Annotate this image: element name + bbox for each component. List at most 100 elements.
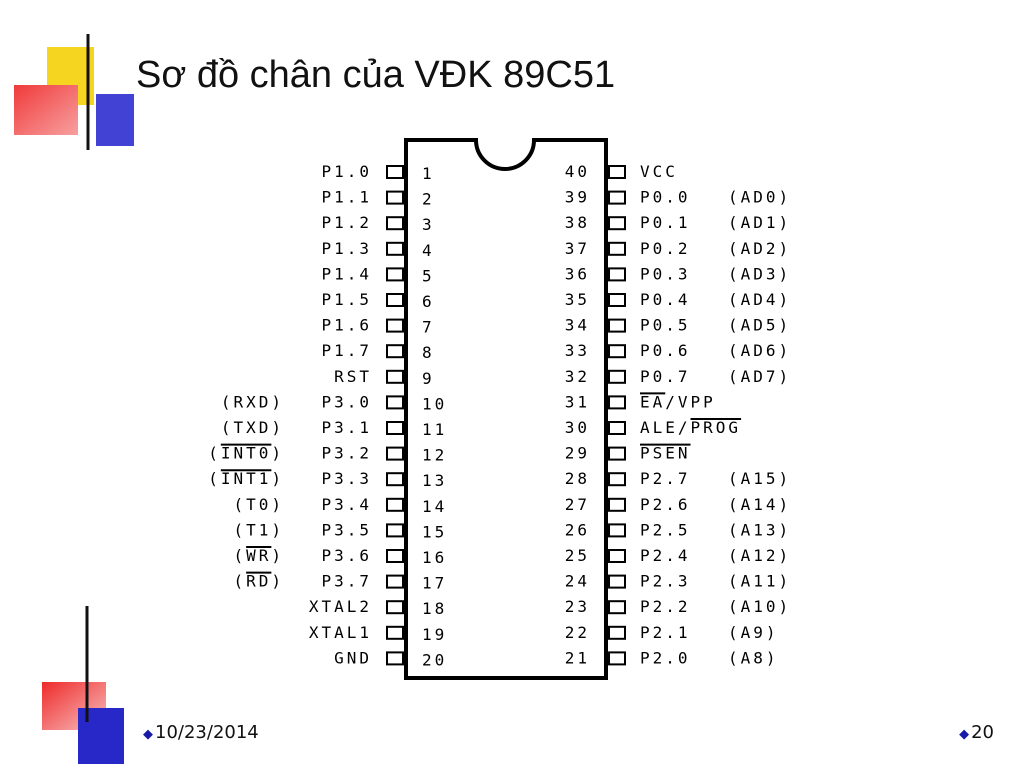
- pin-stub: [386, 574, 404, 589]
- pin-stub: [608, 165, 626, 179]
- pin-label: P3.7: [321, 572, 372, 591]
- pin-number: 3: [422, 215, 435, 234]
- pin-stub: [608, 651, 626, 666]
- pin-label: P2.5: [640, 520, 691, 539]
- pin-label: RST: [334, 367, 372, 386]
- pin-label: P1.5: [321, 290, 372, 309]
- pin-label: P1.2: [321, 213, 372, 232]
- pin-number: 40: [565, 162, 590, 181]
- pin-stub: [608, 267, 626, 282]
- pin-stub: [608, 369, 626, 384]
- left-pins: 1P1.02P1.13P1.24P1.35P1.46P1.57P1.68P1.7…: [208, 162, 447, 669]
- pin-alt-function: (A12): [728, 546, 791, 565]
- pin-stub: [386, 651, 404, 666]
- pin-alt-function: (A13): [728, 520, 791, 539]
- pin-number: 30: [565, 418, 590, 437]
- pin-alt-function: (INT0): [208, 444, 284, 463]
- pin-number: 14: [422, 497, 447, 516]
- pin-stub: [386, 395, 404, 410]
- pin-label: P1.1: [321, 188, 372, 207]
- pin-stub: [608, 241, 626, 256]
- pin-label: P2.1: [640, 623, 691, 642]
- pin-stub: [386, 318, 404, 333]
- pin-label: P2.7: [640, 469, 691, 488]
- pin-number: 39: [565, 188, 590, 207]
- pin-label: P0.6: [640, 341, 691, 360]
- pin-left-2: 2 P1.1: [321, 188, 435, 209]
- pin-stub: [386, 267, 404, 282]
- pin-number: 18: [422, 599, 447, 618]
- pin-label: P3.5: [321, 520, 372, 539]
- pin-number: 29: [565, 444, 590, 463]
- pin-stub: [386, 497, 404, 512]
- pin-right-30: 30 ALE/PROG: [565, 418, 742, 437]
- pin-alt-function: (RD): [233, 572, 284, 591]
- pin-number: 11: [422, 420, 447, 439]
- pin-alt-function: (AD5): [728, 316, 791, 335]
- pin-stub: [386, 446, 404, 461]
- pin-label: P0.2: [640, 239, 691, 258]
- pin-alt-function: (A15): [728, 469, 791, 488]
- pin-label: P2.3: [640, 572, 691, 591]
- pin-stub: [608, 574, 626, 589]
- pin-label: P3.3: [321, 469, 372, 488]
- pin-left-7: 7 P1.6: [321, 316, 435, 337]
- pin-stub: [608, 395, 626, 410]
- pin-stub: [386, 472, 404, 487]
- pin-stub: [386, 523, 404, 538]
- pin-stub: [608, 446, 626, 461]
- pin-label: P2.4: [640, 546, 691, 565]
- pin-number: 31: [565, 392, 590, 411]
- pin-number: 32: [565, 367, 590, 386]
- pin-number: 35: [565, 290, 590, 309]
- pin-stub: [608, 549, 626, 563]
- pin-label: P2.2: [640, 597, 691, 616]
- pin-number: 12: [422, 446, 447, 465]
- pin-stub: [386, 421, 404, 435]
- pin-label: P3.1: [321, 418, 372, 437]
- pin-stub: [608, 318, 626, 333]
- pin-left-8: 8 P1.7: [321, 341, 435, 362]
- pin-stub: [386, 600, 404, 615]
- pin-number: 17: [422, 574, 447, 593]
- pin-number: 5: [422, 266, 435, 285]
- pin-number: 8: [422, 343, 435, 362]
- pin-label: PSEN: [640, 444, 691, 463]
- pin-label: P3.4: [321, 495, 372, 514]
- pin-number: 7: [422, 318, 435, 337]
- pin-label: P0.4: [640, 290, 691, 309]
- pin-stub: [608, 344, 626, 359]
- pin-number: 4: [422, 241, 435, 260]
- pin-stub: [608, 216, 626, 231]
- pin-number: 28: [565, 469, 590, 488]
- pin-number: 37: [565, 239, 590, 258]
- pin-label: P1.6: [321, 316, 372, 335]
- pin-number: 24: [565, 572, 590, 591]
- pin-alt-function: (AD4): [728, 290, 791, 309]
- pin-alt-function: (A11): [728, 572, 791, 591]
- pin-stub: [386, 293, 404, 307]
- pin-label: P2.0: [640, 648, 691, 667]
- pin-number: 33: [565, 341, 590, 360]
- footer-date: ◆10/23/2014: [143, 722, 259, 743]
- pin-number: 13: [422, 471, 447, 490]
- pin-label: ALE/PROG: [640, 418, 741, 437]
- pin-label: P1.7: [321, 341, 372, 360]
- pin-number: 15: [422, 522, 447, 541]
- pin-number: 22: [565, 623, 590, 642]
- pin-number: 2: [422, 190, 435, 209]
